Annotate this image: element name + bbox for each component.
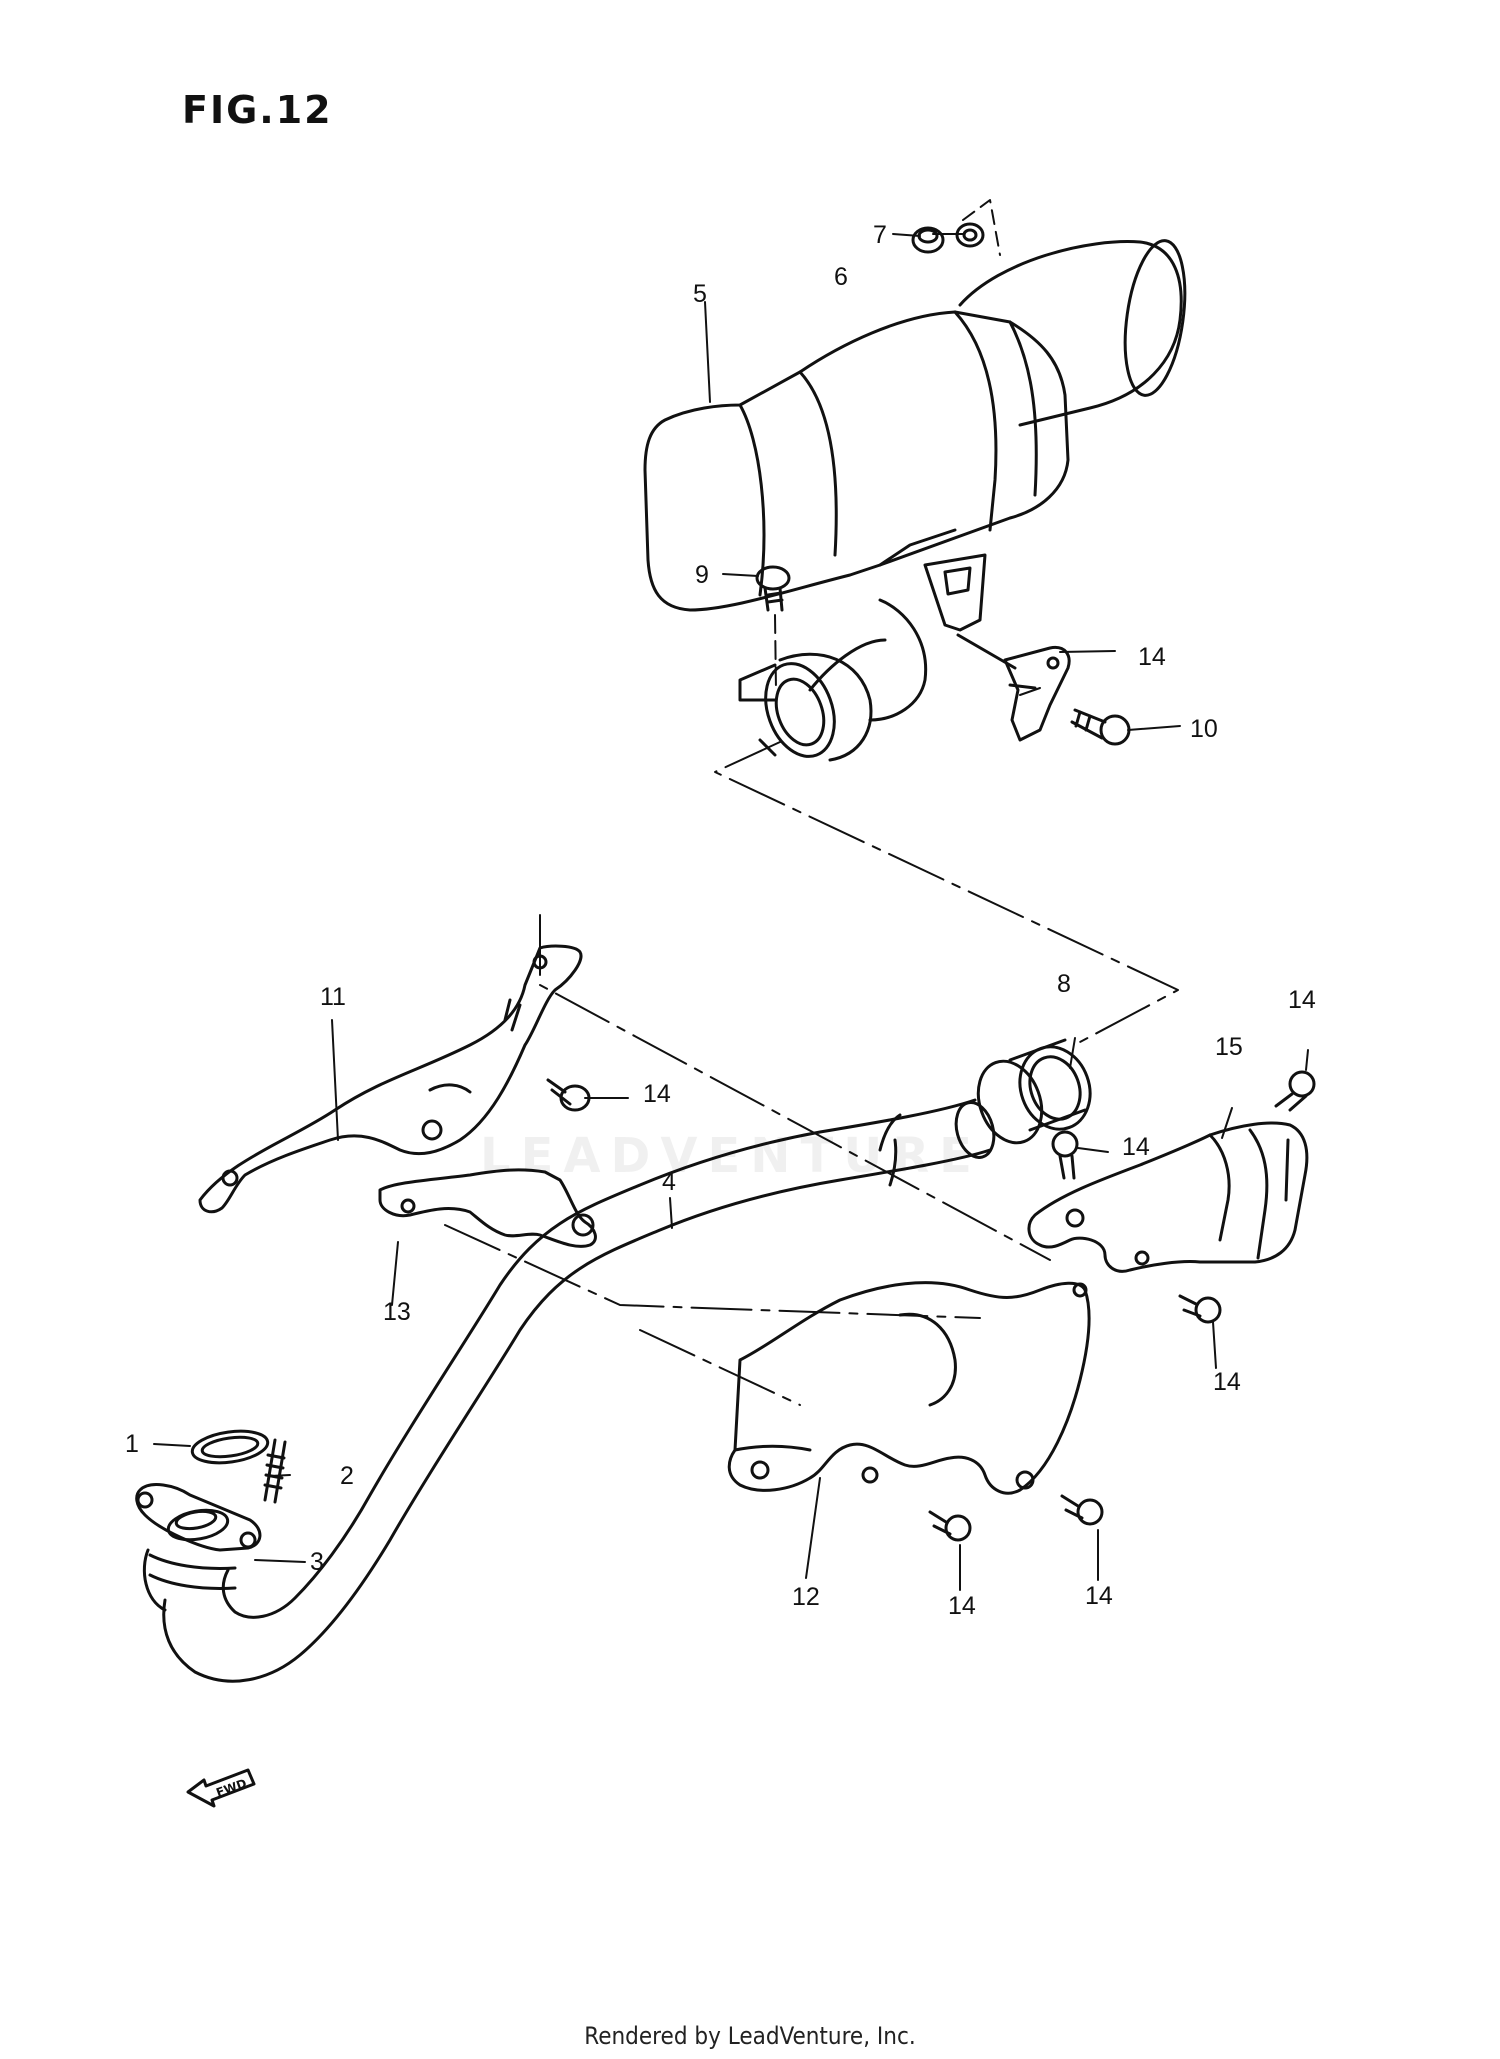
callout-2: 2 bbox=[340, 1462, 354, 1490]
callout-10: 10 bbox=[1190, 715, 1218, 743]
callout-6: 6 bbox=[834, 263, 848, 291]
callout-17: 14 bbox=[1138, 643, 1166, 671]
callout-3: 3 bbox=[310, 1548, 324, 1576]
callout-14-e: 14 bbox=[1085, 1582, 1113, 1610]
callout-7: 7 bbox=[873, 221, 887, 249]
callout-14-d: 14 bbox=[948, 1592, 976, 1620]
callout-9: 9 bbox=[695, 561, 709, 589]
callout-14-c: 14 bbox=[1288, 986, 1316, 1014]
callout-14-a: 14 bbox=[643, 1080, 671, 1108]
heat-shield-16 bbox=[1027, 1121, 1309, 1273]
heat-shield-11 bbox=[198, 944, 583, 1214]
callout-11: 11 bbox=[320, 983, 346, 1011]
bolt-14-d bbox=[928, 1510, 972, 1542]
exhaust-pipe-4 bbox=[135, 1098, 996, 1683]
fwd-arrow-icon: FWD bbox=[186, 1768, 256, 1808]
bolt-14-a bbox=[546, 1078, 591, 1112]
fastener-6-nut bbox=[911, 226, 945, 254]
bolt-15 bbox=[1178, 1294, 1222, 1324]
callout-14-b: 14 bbox=[1122, 1133, 1150, 1161]
figure-title: FIG.12 bbox=[182, 88, 333, 132]
bolt-10 bbox=[1070, 708, 1131, 746]
sleeve-8 bbox=[976, 1038, 1092, 1145]
callout-5: 5 bbox=[693, 280, 707, 308]
stud-2 bbox=[263, 1438, 287, 1504]
callout-16: 15 bbox=[1215, 1033, 1243, 1061]
callout-13: 13 bbox=[383, 1298, 411, 1326]
callout-8: 8 bbox=[1057, 970, 1071, 998]
gasket-1 bbox=[190, 1429, 270, 1465]
footer-credit: Rendered by LeadVenture, Inc. bbox=[584, 2022, 916, 2050]
leader-lines bbox=[153, 199, 1309, 1591]
bolt-9 bbox=[755, 565, 791, 612]
callout-labels: 7 6 5 9 14 10 8 11 14 15 14 14 4 13 14 1… bbox=[125, 221, 1316, 1620]
callout-15: 14 bbox=[1213, 1368, 1241, 1396]
assembly-lines bbox=[444, 741, 1179, 1406]
heat-shield-12 bbox=[727, 1281, 1091, 1495]
bolt-14-b bbox=[1051, 1130, 1079, 1180]
callout-12: 12 bbox=[792, 1583, 820, 1611]
bolt-14-c bbox=[1274, 1070, 1316, 1112]
bolt-14-e bbox=[1060, 1494, 1104, 1526]
muffler-part bbox=[643, 239, 1187, 762]
callout-1: 1 bbox=[125, 1430, 139, 1458]
bracket-13 bbox=[378, 1168, 597, 1248]
callout-4: 4 bbox=[662, 1168, 676, 1196]
